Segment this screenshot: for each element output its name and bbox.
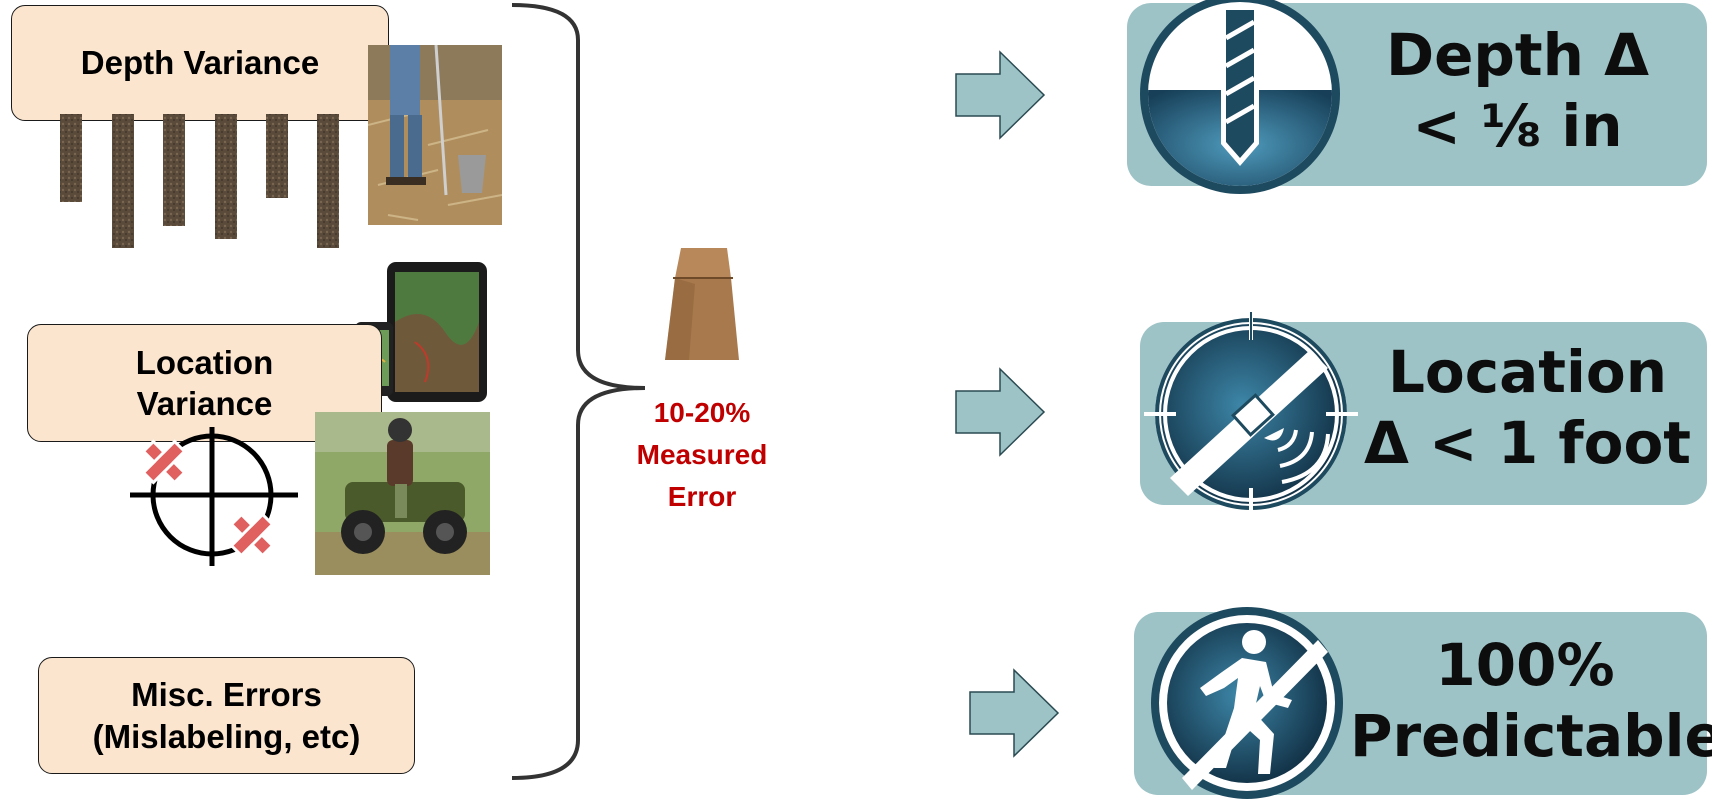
soil-core <box>60 114 82 202</box>
depth-variance-box: Depth Variance <box>11 5 389 121</box>
depth-variance-label: Depth Variance <box>80 44 320 82</box>
miss-marker-icon <box>141 439 187 485</box>
misc-errors-line1: Misc. Errors <box>131 676 322 714</box>
error-percent: 10-20% <box>653 397 751 428</box>
miss-marker-icon <box>229 512 275 558</box>
soil-cores-illustration <box>60 114 339 248</box>
misc-errors-box: Misc. Errors (Mislabeling, etc) <box>38 657 415 774</box>
soil-core <box>266 114 288 198</box>
misc-errors-line2: (Mislabeling, etc) <box>92 717 361 755</box>
depth-outcome-line1: Depth Δ <box>1385 21 1650 89</box>
error-line3: Error <box>667 481 737 512</box>
soil-sampling-photo <box>368 45 502 225</box>
crosshair-target-icon <box>130 427 298 566</box>
predictable-outcome-text: 100% Predictable <box>1350 630 1712 772</box>
location-outcome-text: Location Δ < 1 foot <box>1360 337 1695 479</box>
no-walking-icon <box>1151 607 1343 799</box>
location-outcome-line1: Location <box>1387 338 1668 406</box>
soil-core <box>215 114 237 239</box>
location-outcome-line2: Δ < 1 foot <box>1363 408 1692 477</box>
satellite-target-icon <box>1144 312 1358 516</box>
error-line2: Measured <box>636 439 768 470</box>
grouping-bracket <box>511 3 646 780</box>
soil-core <box>317 114 339 248</box>
soil-core <box>163 114 185 226</box>
arrow-right-icon <box>955 367 1046 457</box>
atv-rider-photo <box>315 412 490 575</box>
depth-outcome-text: Depth Δ < ⅛ in <box>1345 20 1690 162</box>
depth-outcome-line2: < ⅛ in <box>1412 91 1623 160</box>
location-variance-line2: Variance <box>136 385 273 422</box>
location-variance-line1: Location <box>135 343 274 381</box>
arrow-right-icon <box>969 668 1060 758</box>
arrow-right-icon <box>955 50 1046 140</box>
predictable-outcome-line2: Predictable <box>1350 701 1712 770</box>
drill-bit-icon <box>1140 0 1340 194</box>
sample-bag-icon <box>665 248 739 360</box>
soil-core <box>112 114 134 248</box>
predictable-outcome-line1: 100% <box>1435 631 1615 699</box>
measured-error-label: 10-20% Measured Error <box>612 392 792 518</box>
